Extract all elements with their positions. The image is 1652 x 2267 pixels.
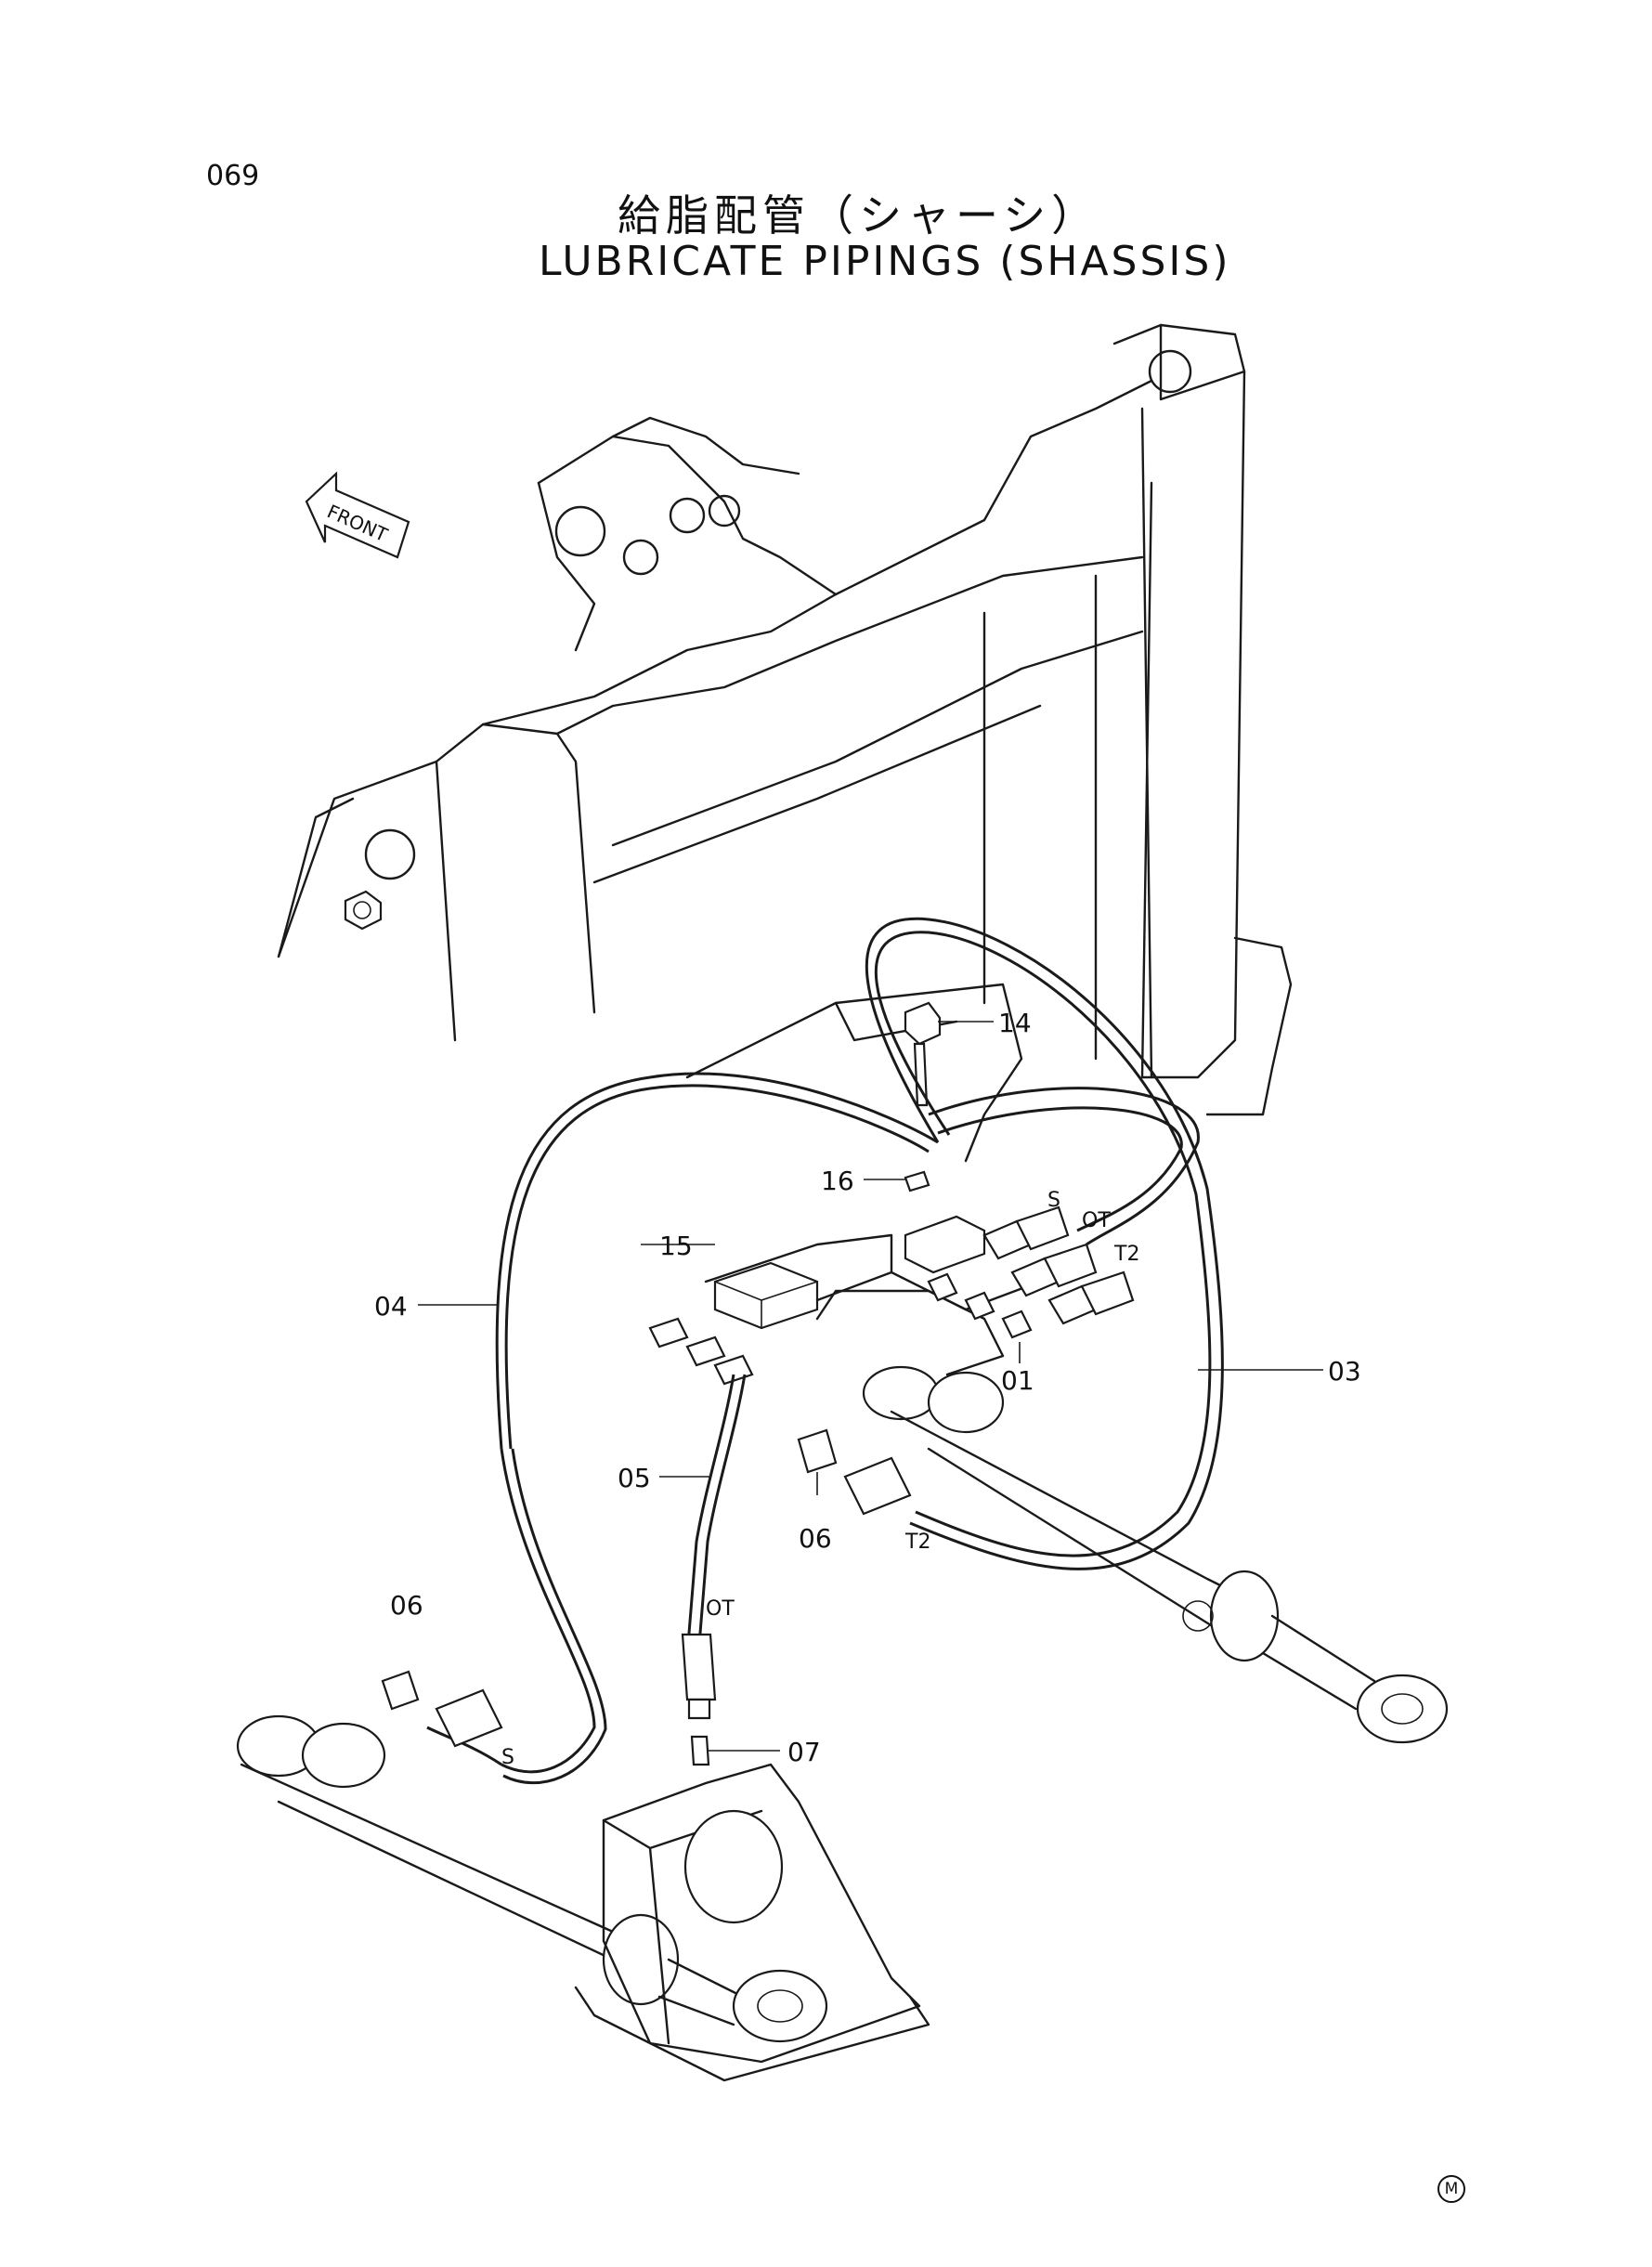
footer-mark: M bbox=[1437, 2175, 1465, 2203]
port-label-ot: OT bbox=[1082, 1209, 1111, 1232]
page-number: 069 bbox=[206, 160, 260, 192]
callout-01: 01 bbox=[1001, 1365, 1034, 1396]
lubrication-hoses bbox=[426, 917, 1224, 1785]
port-label-ot-hose: OT bbox=[706, 1597, 735, 1621]
hydraulic-cylinder-right bbox=[862, 1365, 1449, 1744]
callout-06-right: 06 bbox=[799, 1523, 832, 1554]
front-arrow-icon: FRONT bbox=[305, 471, 410, 559]
callout-06-left: 06 bbox=[390, 1590, 423, 1621]
callout-04: 04 bbox=[374, 1291, 408, 1322]
hose-fitting-icon bbox=[982, 1205, 1135, 1325]
bolt-icon bbox=[904, 1001, 942, 1107]
port-label-s: S bbox=[1047, 1189, 1060, 1212]
chassis-frame bbox=[277, 323, 1293, 1163]
distribution-block bbox=[648, 1001, 1135, 1386]
hose-fitting-icon bbox=[381, 1428, 912, 1766]
callout-07: 07 bbox=[787, 1737, 821, 1767]
page-title-english: LUBRICATE PIPINGS (SHASSIS) bbox=[539, 238, 1231, 285]
callout-15: 15 bbox=[659, 1231, 693, 1261]
page-title-japanese: 給脂配管（シャーシ） bbox=[618, 190, 1100, 241]
grease-nipple-icon bbox=[648, 1272, 1033, 1386]
bolt-icon bbox=[344, 890, 383, 931]
port-label-s-hose: S bbox=[501, 1746, 514, 1769]
callout-16: 16 bbox=[821, 1166, 854, 1196]
cylinder-mount-bracket bbox=[574, 1763, 930, 2082]
port-label-t2-cylinder: T2 bbox=[905, 1531, 931, 1554]
callout-05: 05 bbox=[618, 1463, 651, 1493]
callout-14: 14 bbox=[998, 1008, 1032, 1038]
leader-lines bbox=[418, 1021, 1323, 1752]
port-label-t2: T2 bbox=[1114, 1243, 1140, 1266]
callout-03: 03 bbox=[1328, 1356, 1361, 1387]
